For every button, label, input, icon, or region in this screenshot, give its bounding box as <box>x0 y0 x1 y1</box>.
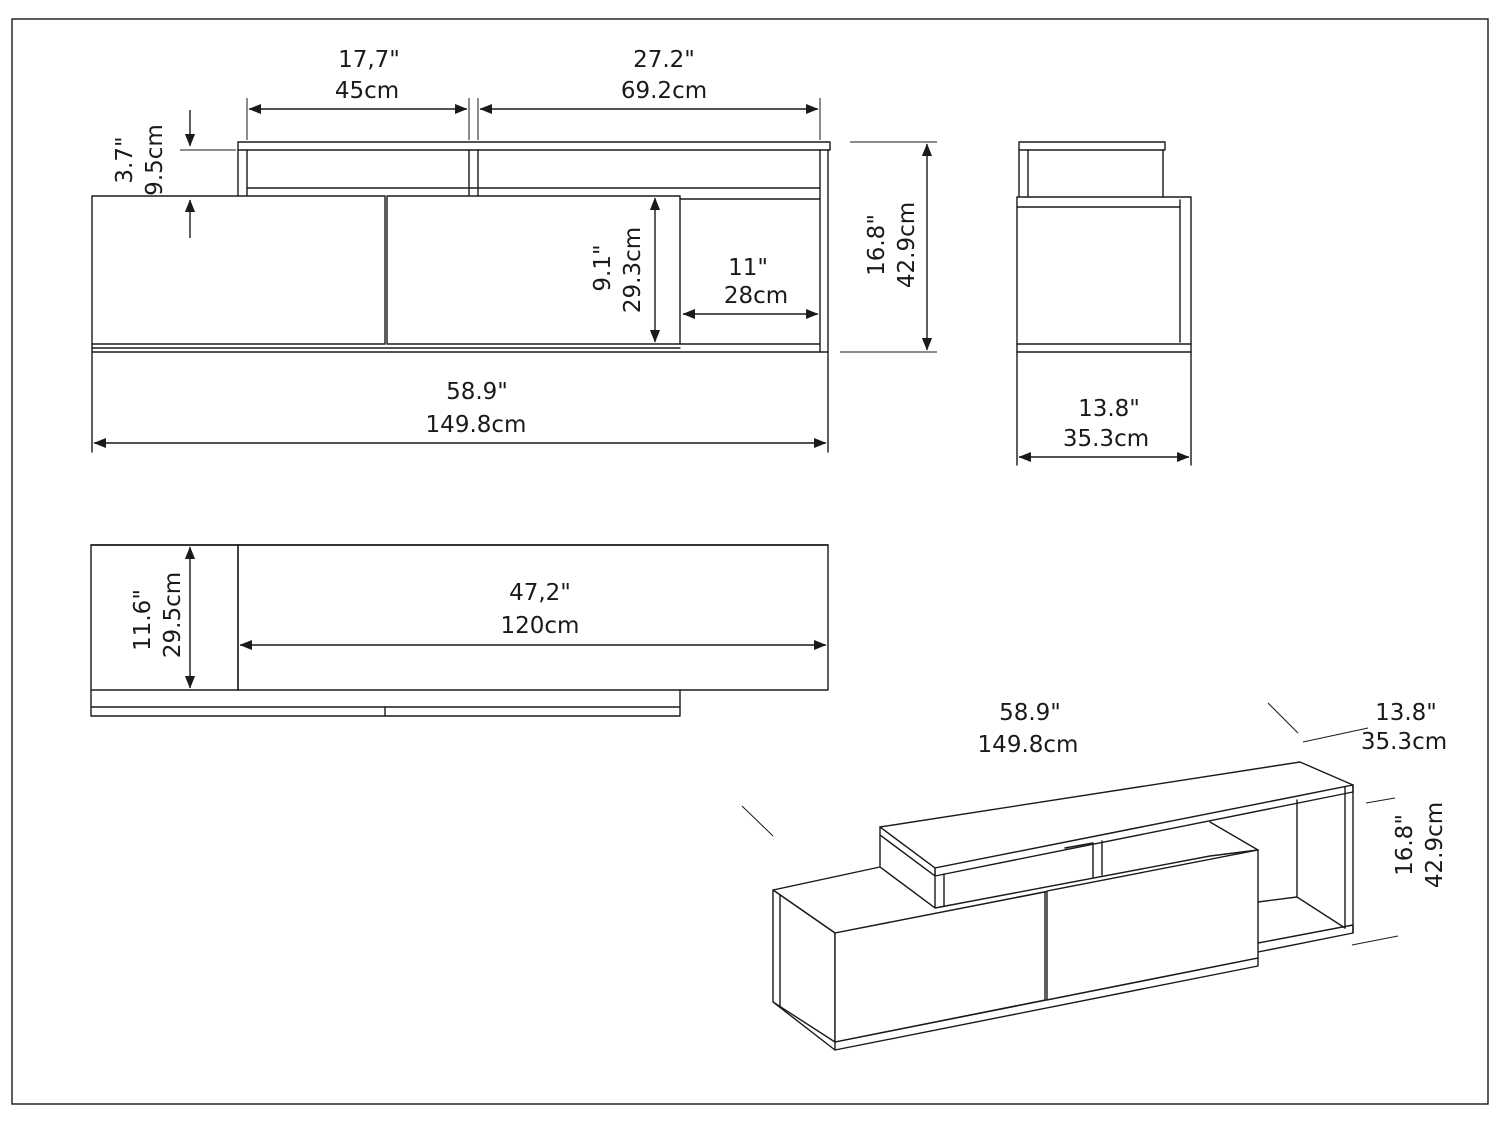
dim-label-cm: 149.8cm <box>426 412 527 438</box>
dim-label-in: 11.6" <box>130 589 156 651</box>
dim-label-cm: 45cm <box>335 78 399 104</box>
iso-cabinet-base-line <box>772 1001 836 1043</box>
iso-guide-line <box>1365 797 1396 804</box>
iso-cabinet-base <box>834 957 1259 1051</box>
isometric-view: 58.9" 149.8cm 13.8" 35.3cm 16.8" 42.9cm <box>741 700 1448 1051</box>
dim-label-in: 13.8" <box>1078 396 1140 422</box>
iso-guide-line <box>1302 727 1369 743</box>
dim-label-in: 16.8" <box>864 214 890 276</box>
top-shelf-outline <box>237 141 831 151</box>
iso-open-shelf-bottom <box>1257 896 1354 953</box>
dim-label-cm: 29.3cm <box>620 227 646 313</box>
drawing-frame <box>11 18 1489 1105</box>
iso-guide-line <box>741 805 774 837</box>
iso-guide-line <box>1267 702 1299 734</box>
dim-label-in: 13.8" <box>1375 700 1437 726</box>
dim-label-in: 17,7" <box>338 47 400 73</box>
dim-label-in: 3.7" <box>112 136 138 183</box>
dim-label-in: 16.8" <box>1392 814 1418 876</box>
dim-label-in: 27.2" <box>633 47 695 73</box>
dim-label-cm: 35.3cm <box>1063 426 1149 452</box>
dim-label-in: 58.9" <box>446 379 508 405</box>
iso-top-shelf-divider-top <box>1064 842 1094 849</box>
dim-label-in: 9.1" <box>590 244 616 291</box>
iso-middle-top <box>1209 821 1259 851</box>
left-door <box>91 195 386 345</box>
dim-label-cm: 149.8cm <box>978 732 1079 758</box>
dim-label-cm: 35.3cm <box>1361 729 1447 755</box>
dim-label-cm: 69.2cm <box>621 78 707 104</box>
side-top-shelf <box>1018 141 1166 151</box>
top-view: 11.6" 29.5cm 47,2" 120cm <box>90 544 829 717</box>
dim-label-cm: 9.5cm <box>142 124 168 196</box>
iso-top-shelf-top <box>879 761 1354 869</box>
dim-label-cm: 42.9cm <box>894 202 920 288</box>
dim-label-in: 47,2" <box>509 580 571 606</box>
side-body <box>1016 196 1192 345</box>
iso-guide-line <box>1351 935 1399 946</box>
front-view: 17,7" 45cm 27.2" 69.2cm 3.7" 9.5cm 9.1" … <box>91 47 937 453</box>
side-view: 13.8" 35.3cm <box>1016 141 1192 466</box>
right-door <box>386 195 681 345</box>
dim-label-in: 11" <box>728 255 768 281</box>
dim-label-in: 58.9" <box>999 700 1061 726</box>
iso-right-door <box>1046 849 1259 1001</box>
side-base <box>1016 343 1192 353</box>
iso-open-shelf <box>1296 799 1346 929</box>
dim-label-cm: 120cm <box>501 613 580 639</box>
dim-label-cm: 42.9cm <box>1422 802 1448 888</box>
dim-label-cm: 28cm <box>724 283 788 309</box>
dim-label-cm: 29.5cm <box>160 572 186 658</box>
